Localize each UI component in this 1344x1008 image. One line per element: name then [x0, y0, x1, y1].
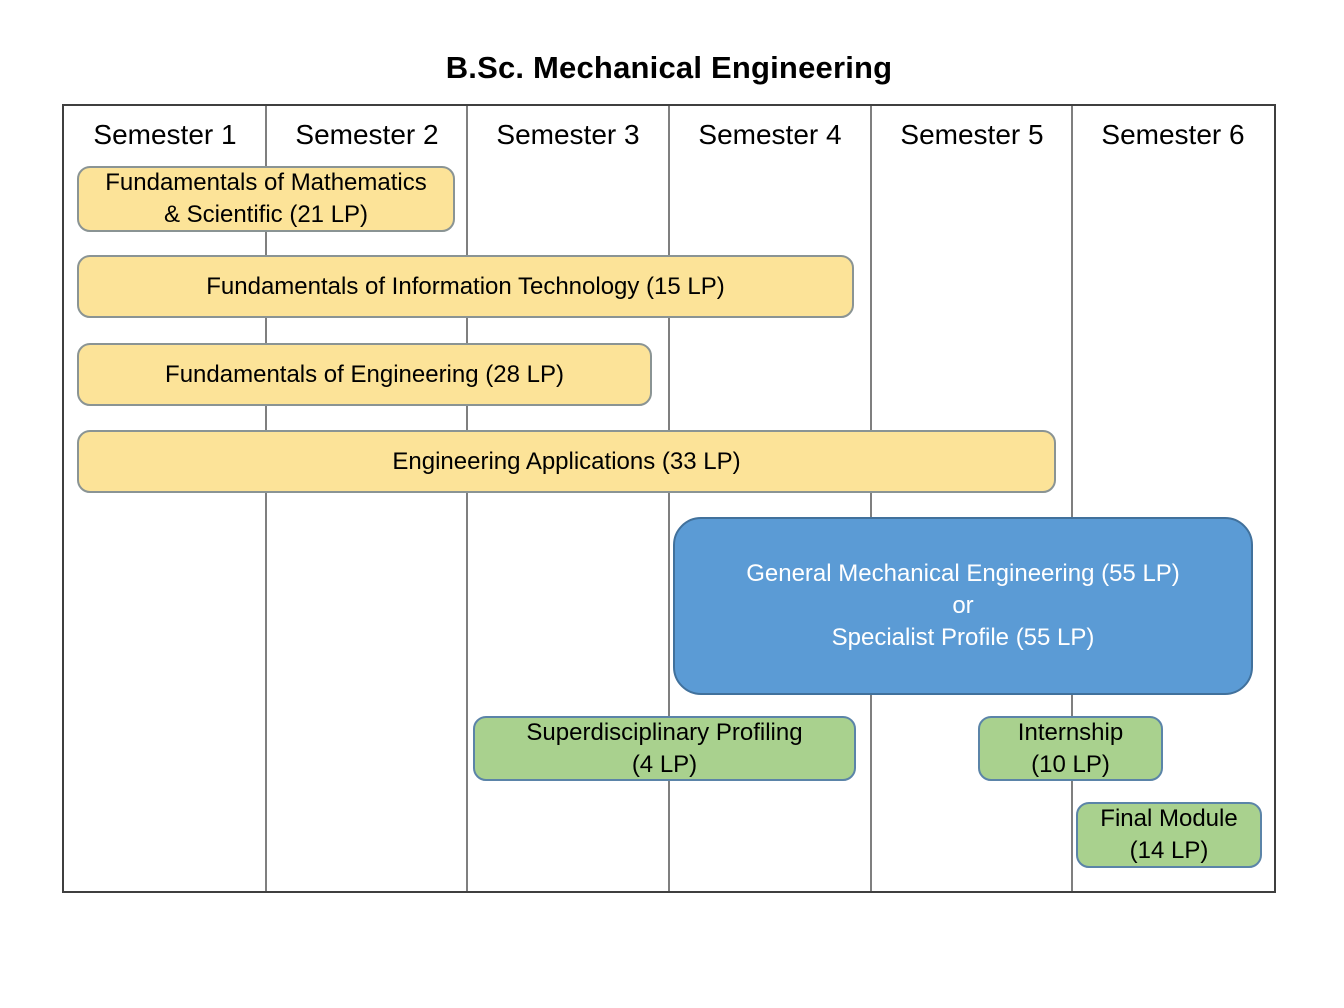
module-fundamentals-of-engineering: Fundamentals of Engineering (28 LP) [77, 343, 652, 406]
module-label-line: (14 LP) [1129, 837, 1209, 864]
module-label-line: Internship [1017, 718, 1124, 746]
module-superdisciplinary-profiling: Superdisciplinary Profiling (4 LP) [473, 716, 856, 781]
page-title: B.Sc. Mechanical Engineering [445, 50, 893, 85]
module-label-line: Engineering Applications (33 LP) [392, 447, 741, 475]
module-internship: Internship (10 LP) [978, 716, 1163, 781]
module-label-line: Specialist Profile (55 LP) [831, 623, 1095, 651]
module-label-line: Fundamentals of Information Technology (… [206, 272, 725, 300]
column-divider [668, 106, 670, 891]
module-label-line: (4 LP) [631, 750, 698, 778]
module-fundamentals-of-mathematics: Fundamentals of Mathematics & Scientific … [77, 166, 455, 232]
module-label-line: (10 LP) [1031, 750, 1110, 778]
module-label-line: or [952, 592, 974, 620]
semester-header-5: Semester 5 [900, 119, 1044, 150]
column-divider [870, 106, 872, 891]
semester-header-4: Semester 4 [698, 119, 842, 150]
module-final-module: Final Module (14 LP) [1076, 802, 1262, 868]
module-label-line: Final Module [1100, 805, 1238, 833]
module-engineering-applications: Engineering Applications (33 LP) [77, 430, 1056, 493]
semester-table: Semester 1 Semester 2 Semester 3 Semester 4… [62, 104, 1276, 893]
module-general-mechanical-engineering-or-specialist-profile: General Mechanical Engineering (55 LP) or… [673, 517, 1253, 695]
module-label-line: Fundamentals of Mathematics [105, 169, 427, 197]
column-divider [265, 106, 267, 891]
column-divider [1071, 106, 1073, 891]
column-divider [466, 106, 468, 891]
semester-header-1: Semester 1 [93, 119, 237, 150]
module-label-line: Superdisciplinary Profiling [526, 718, 803, 746]
module-label-line: General Mechanical Engineering (55 LP) [746, 560, 1180, 588]
semester-header-6: Semester 6 [1101, 119, 1245, 150]
semester-header-3: Semester 3 [496, 119, 640, 150]
module-label-line: & Scientific (21 LP) [163, 201, 369, 228]
module-label-line: Fundamentals of Engineering (28 LP) [165, 360, 564, 388]
module-fundamentals-of-information-technology: Fundamentals of Information Technology (… [77, 255, 854, 318]
semester-header-2: Semester 2 [295, 119, 439, 150]
